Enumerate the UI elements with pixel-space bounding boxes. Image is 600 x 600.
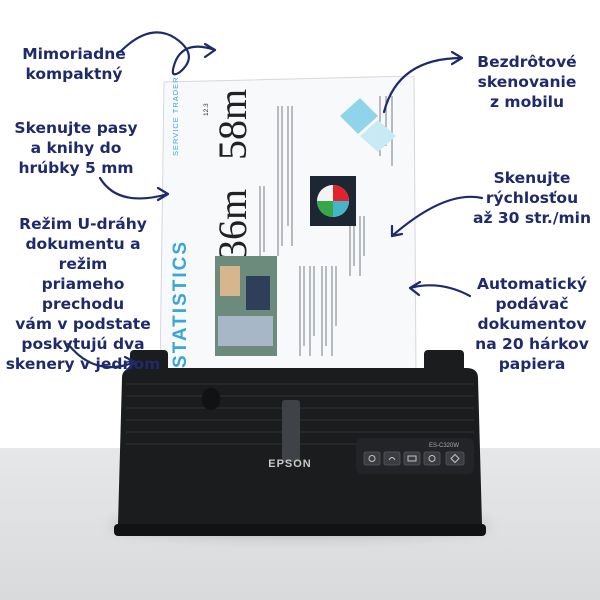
model-label: ES-C320W: [429, 443, 459, 449]
scanned-document: STATISTICS SERVICE TRADERS 12.3 36m 58m: [160, 76, 417, 376]
wifi-button[interactable]: [383, 451, 401, 466]
right-feeder-guide: [424, 350, 464, 372]
arrow-thickness: [98, 176, 170, 200]
document-page-number: 12.3: [203, 103, 210, 116]
feature-label-compact: Mimoriadne kompaktný: [22, 45, 126, 83]
mode-button[interactable]: [403, 451, 421, 466]
arrow-feeder-head: [408, 280, 422, 297]
feature-label-mobile: Bezdrôtové skenovanie z mobilu: [477, 53, 577, 111]
arrow-mobile: [382, 56, 464, 114]
feature-label-speed: Skenujte rýchlosťou až 30 str./min: [473, 169, 591, 227]
document-stat-a: 36m: [210, 189, 255, 260]
arrow-speed: [390, 195, 484, 238]
feed-selector: [202, 388, 220, 410]
arrow-mobile-head: [450, 50, 464, 66]
arrow-thickness-head: [156, 186, 170, 202]
start-button[interactable]: [445, 451, 465, 466]
power-button[interactable]: [363, 451, 381, 466]
arrow-udrive: [66, 342, 137, 369]
feature-label-udrive: Režim U-dráhy dokumentu a režim priameho…: [5, 215, 161, 373]
document-heading: STATISTICS: [170, 240, 191, 368]
arrow-compact-head: [203, 42, 217, 59]
arrow-udrive-head: [123, 355, 137, 372]
feature-label-feeder: Automatický podávač dokumentov na 20 hár…: [475, 275, 589, 373]
arrow-compact: [118, 31, 217, 76]
epson-scanner: EPSON ES-C320W: [114, 350, 486, 536]
paper-guide: [282, 400, 300, 462]
stop-button[interactable]: [423, 451, 441, 466]
document-section-title: SERVICE TRADERS: [171, 76, 180, 156]
feature-label-thickness: Skenujte pasy a knihy do hrúbky 5 mm: [14, 119, 138, 177]
left-feeder-guide: [130, 350, 168, 372]
arrow-feeder: [408, 284, 472, 298]
epson-logo: EPSON: [268, 458, 312, 470]
document-stat-b: 58m: [210, 89, 255, 160]
arrow-speed-head: [390, 224, 404, 238]
